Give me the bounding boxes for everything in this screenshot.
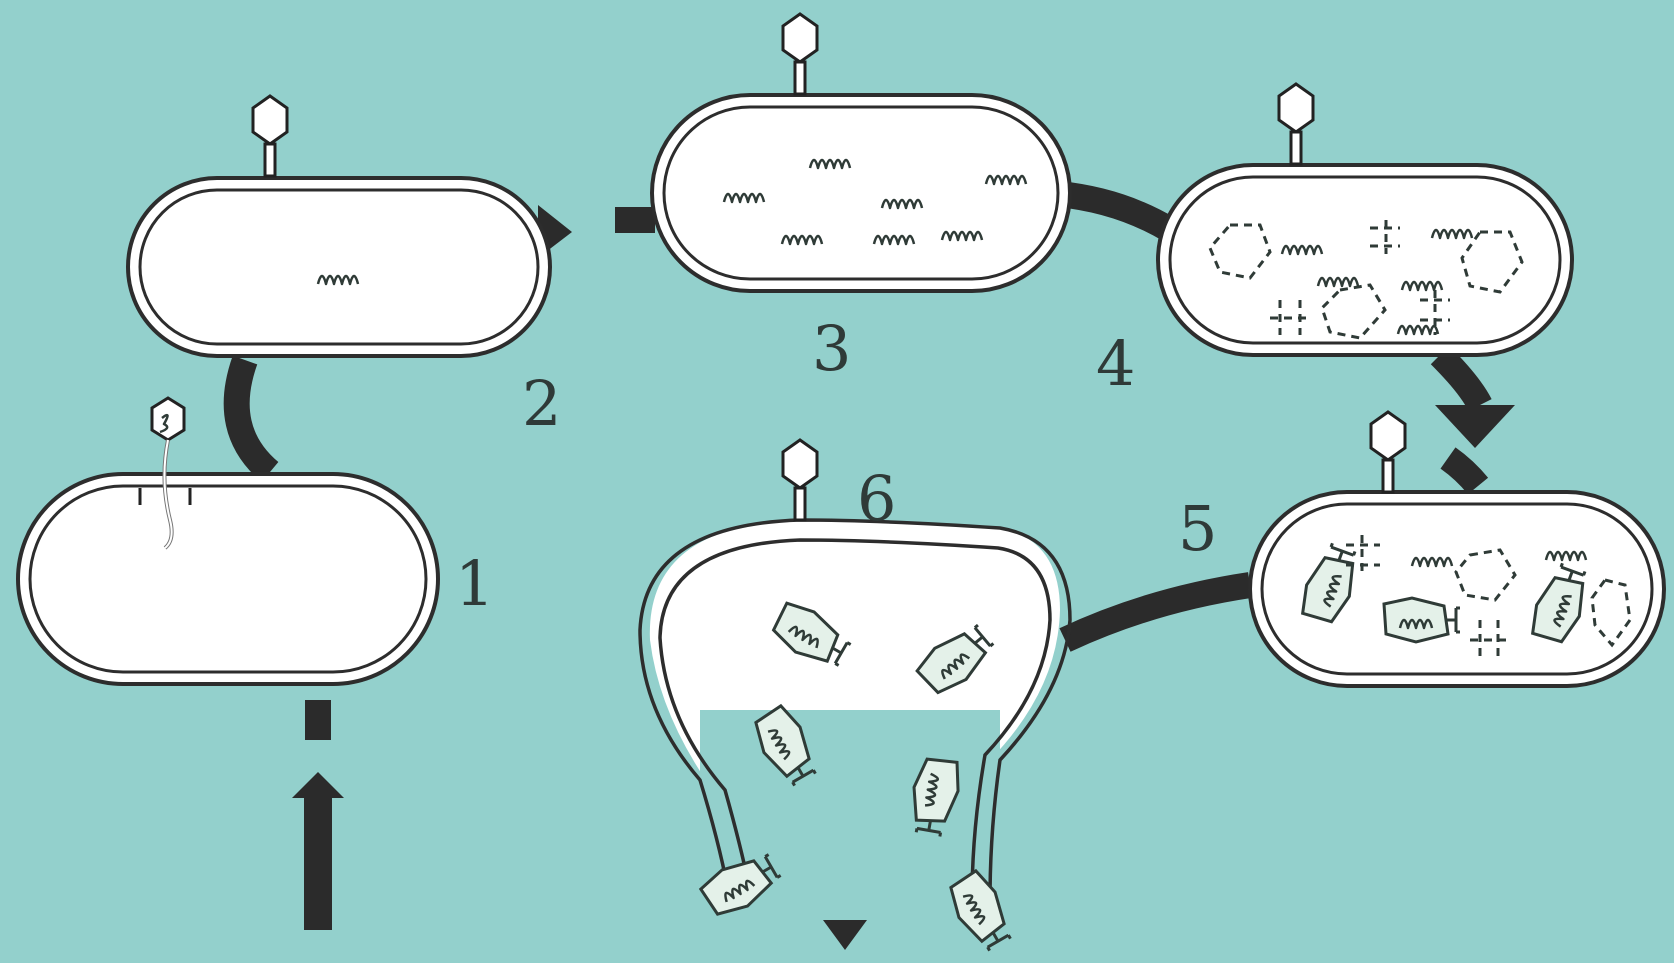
cell-stage-4	[1158, 84, 1572, 355]
cell-stage-1	[18, 398, 438, 684]
band-1-to-2	[237, 360, 270, 472]
phage-attached-icon	[1371, 412, 1405, 492]
entry-arrow	[292, 772, 344, 930]
stage-label-3: 3	[812, 312, 851, 385]
band-3-to-4	[1058, 194, 1170, 230]
band-5-to-6	[1065, 585, 1250, 640]
arrow-4-to-5	[1435, 405, 1515, 448]
phage-head-icon	[152, 398, 184, 440]
cell-stage-3	[652, 14, 1070, 291]
phage-attached-icon	[783, 440, 817, 520]
cell-stage-2	[128, 96, 550, 356]
cell-stage-6	[640, 440, 1070, 959]
stage-label-5: 5	[1178, 492, 1217, 565]
phage-attached-icon	[1279, 84, 1313, 164]
stage-label-6: 6	[857, 462, 896, 535]
band-4-to-5a	[1440, 355, 1480, 405]
phage-attached-icon	[783, 14, 817, 94]
stage-label-4: 4	[1096, 327, 1135, 400]
stage-label-2: 2	[522, 367, 561, 440]
stage-label-1: 1	[455, 547, 494, 620]
band-into-5	[1448, 458, 1478, 486]
phage-attached-icon	[253, 96, 287, 176]
